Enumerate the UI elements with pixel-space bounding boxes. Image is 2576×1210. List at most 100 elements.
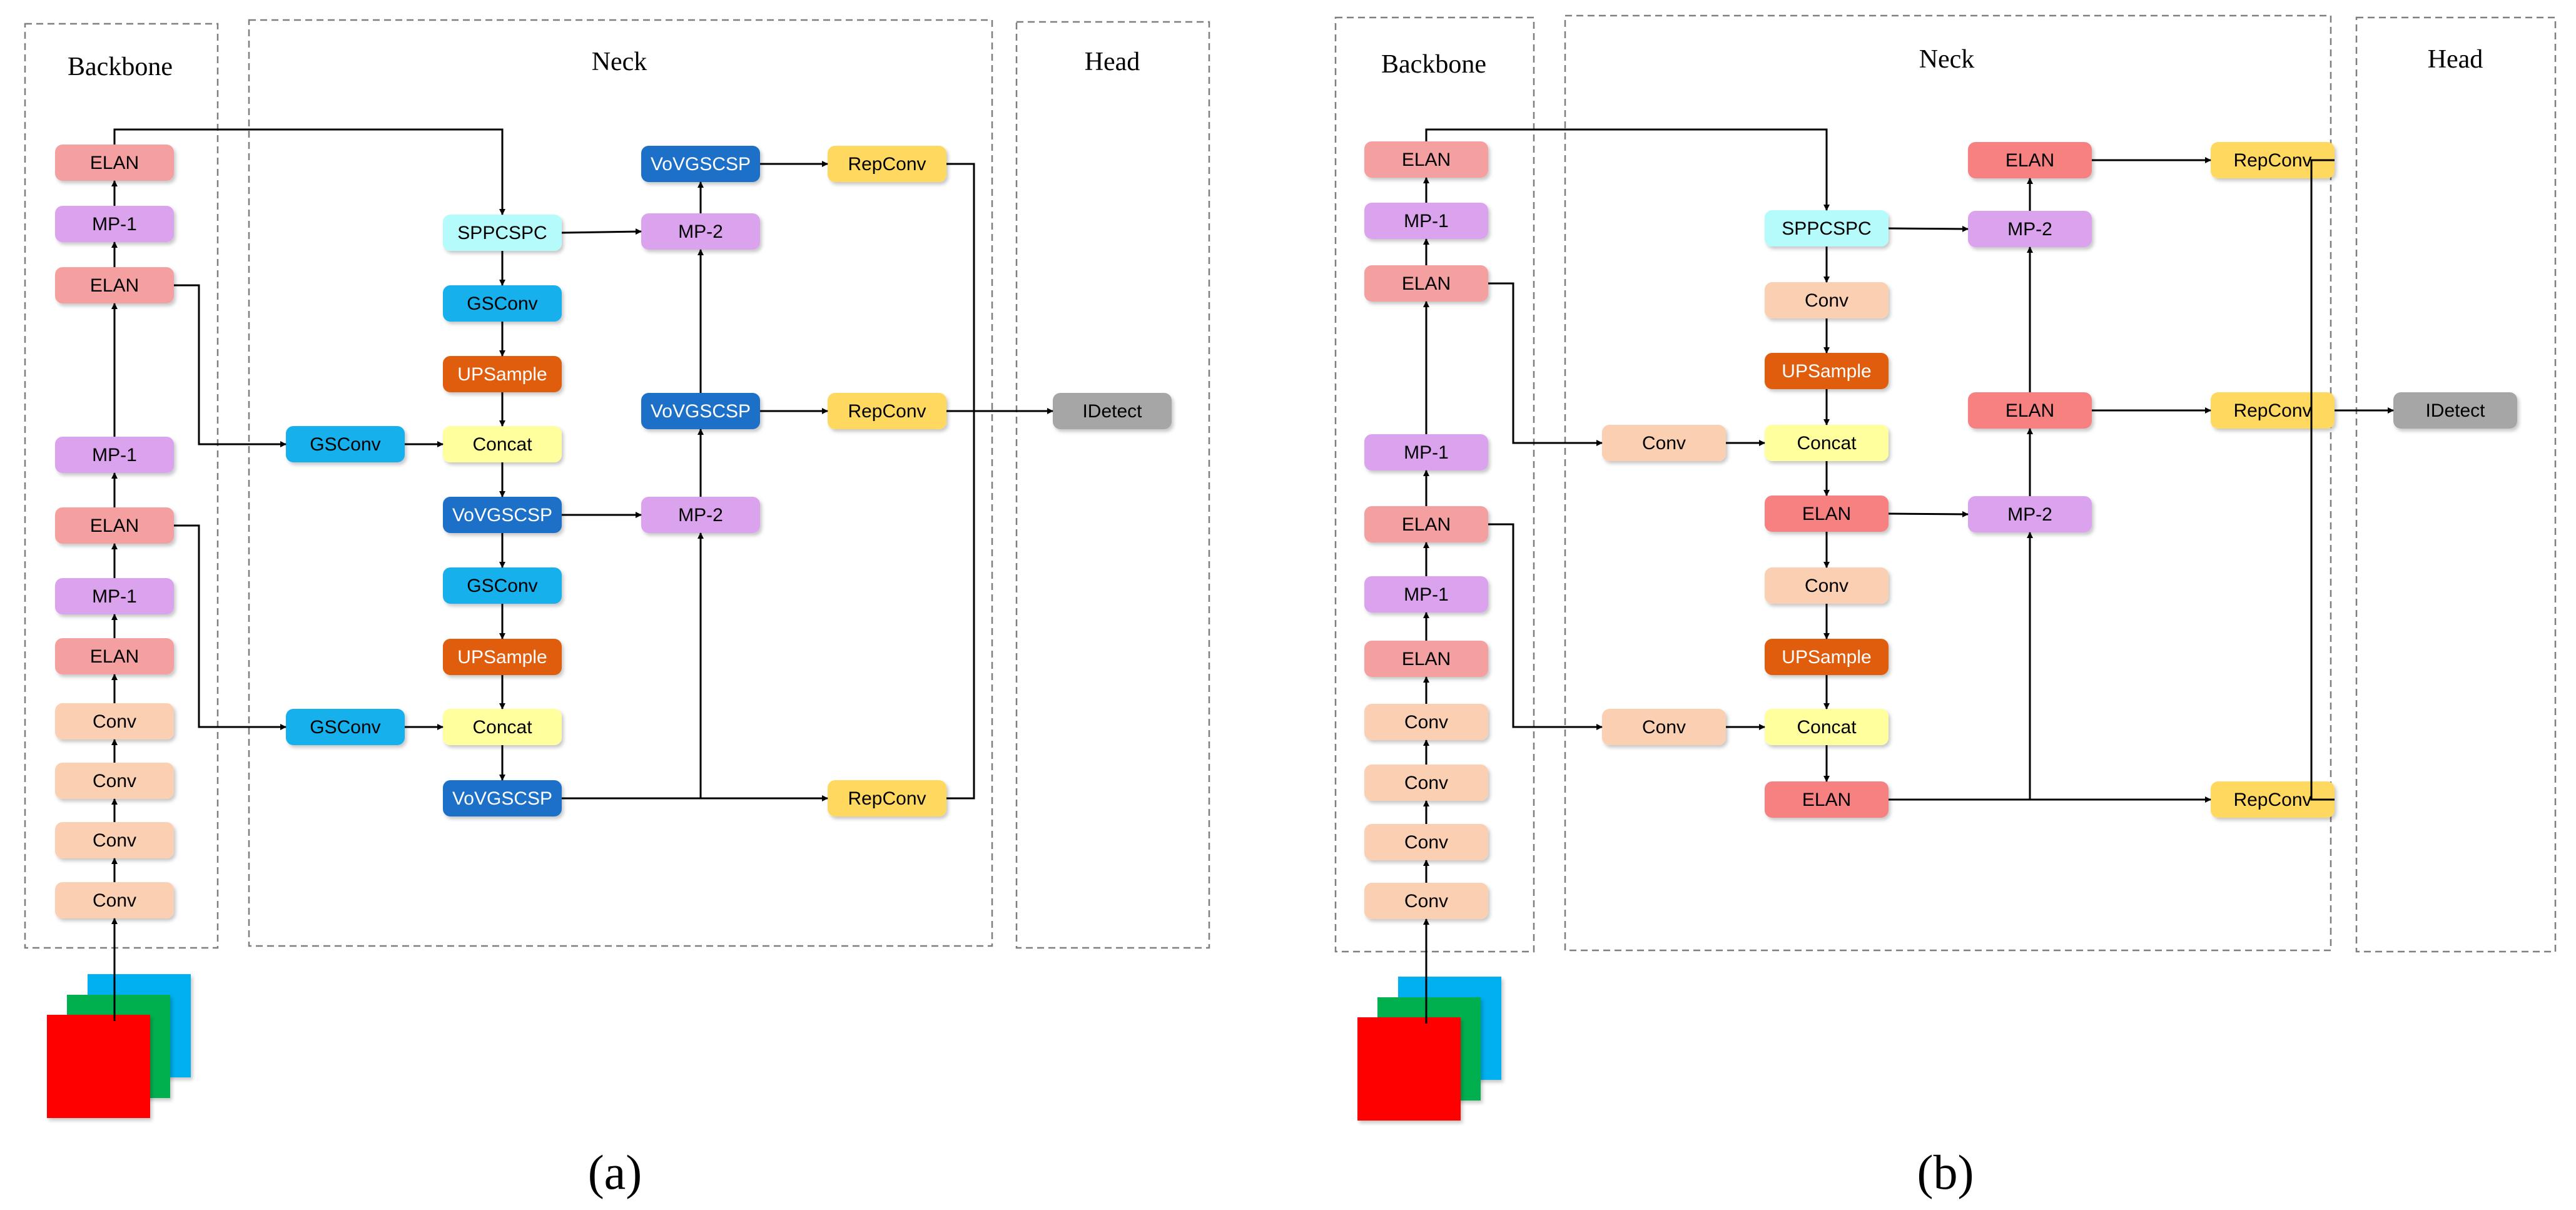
panel-b-topdown-block-shape [1765, 282, 1889, 318]
panel-b-repconv-block-label: RepConv [2233, 400, 2311, 421]
panel-b-topdown-block-shape [1765, 567, 1889, 604]
panel-b-repconv-bus-line [2310, 159, 2335, 801]
panel-a-repconv-block-label: RepConv [848, 154, 926, 175]
panel-b-backbone-block: ELAN [1364, 141, 1488, 178]
panel-a-backbone-block-shape [55, 763, 174, 799]
panel-a-head-frame [1015, 21, 1210, 949]
panel-a-repconv-block-shape [828, 780, 946, 816]
panel-a-topdown-block: Concat [443, 709, 562, 745]
panel-a-topdown-block: GSConv [443, 567, 562, 604]
panel-a-backbone-block-label: Conv [93, 711, 136, 732]
panel-a-topdown-block-label: VoVGSCSP [452, 788, 552, 809]
panel-a-input-red-channel [47, 1015, 150, 1118]
panel-a-backbone-block-shape [55, 507, 174, 544]
panel-a-backbone-block: MP-1 [55, 437, 174, 473]
panel-b-topdown-block: SPPCSPC [1765, 210, 1889, 247]
panel-b-backbone-block-label: ELAN [1402, 273, 1451, 294]
panel-b-repconv-block-shape [2211, 142, 2335, 178]
panel-b-bottomup-block-shape [1968, 142, 2092, 178]
panel-b-topdown-block: Conv [1765, 282, 1889, 318]
panel-a-topdown-block: VoVGSCSP [443, 497, 562, 533]
panel-b-elan-to-lateral-arrow [1488, 523, 1603, 730]
panel-a-topdown-block: VoVGSCSP [443, 780, 562, 816]
panel-b-backbone-block-shape [1364, 265, 1488, 302]
panel-b-backbone-block: ELAN [1364, 506, 1488, 542]
panel-b-topdown-block-shape [1765, 781, 1889, 818]
panel-a-topdown-block-shape [443, 780, 562, 816]
panel-a-idetect-block: IDetect [1053, 393, 1172, 429]
panel-b-bottomup-block: ELAN [1968, 392, 2092, 429]
panel-b-topdown-block-label: ELAN [1802, 790, 1851, 810]
panel-b-backbone-block-label: ELAN [1402, 514, 1451, 535]
panel-a-bottomup-block: MP-2 [641, 213, 760, 250]
panel-b-topdown-block-label: UPSample [1782, 647, 1871, 668]
panel-a-topdown-block-shape [443, 356, 562, 392]
panel-b-backbone-block-shape [1364, 641, 1488, 677]
panel-b-input-image-stack [1357, 977, 1501, 1121]
panel-a-backbone-block-shape [55, 437, 174, 473]
panel-a-topdown-block-label: GSConv [467, 293, 537, 314]
panel-b-neck-title: Neck [1919, 45, 1975, 74]
panel-a-backbone-block: Conv [55, 763, 174, 799]
panel-b-topdown-block-label: Conv [1805, 576, 1848, 596]
panel-a-bottomup-block-shape [641, 146, 760, 182]
panel-a-bottomup-block: VoVGSCSP [641, 146, 760, 182]
panel-a-backbone-block: Conv [55, 703, 174, 740]
panel-a-backbone-block-label: ELAN [90, 275, 139, 296]
panel-b-bottomup-block-label: MP-2 [2007, 504, 2052, 525]
panel-a-repconv-block-shape [828, 146, 946, 182]
panel-a-repconv-bus-line [946, 163, 975, 800]
panel-b-topdown-block: UPSample [1765, 353, 1889, 389]
panel-a-topdown-block: GSConv [443, 285, 562, 322]
panel-b-head-frame [2355, 16, 2557, 953]
panel-b-backbone-block: Conv [1364, 765, 1488, 801]
panel-a-backbone-block-label: Conv [93, 771, 136, 791]
panel-b-backbone-block-label: ELAN [1402, 649, 1451, 669]
panel-a-repconv-block: RepConv [828, 146, 946, 182]
panel-b-topdown-block-label: UPSample [1782, 361, 1871, 382]
panel-a-backbone-block-label: Conv [93, 890, 136, 911]
panel-b-bottomup-block-label: MP-2 [2007, 219, 2052, 240]
panel-a-backbone-block-label: MP-1 [92, 214, 137, 235]
panel-a-input-image-stack [47, 974, 191, 1118]
panel-a-backbone-block-shape [55, 882, 174, 918]
panel-a-backbone-block: ELAN [55, 507, 174, 544]
panel-a-topdown-block-label: Concat [472, 434, 532, 455]
panel-b-topdown-block: ELAN [1765, 496, 1889, 532]
panel-b-repconv-block: RepConv [2211, 392, 2335, 429]
panel-b-backbone-block: ELAN [1364, 265, 1488, 302]
panel-a-backbone-block-shape [55, 703, 174, 740]
panel-b-backbone-block-shape [1364, 506, 1488, 542]
panel-b-lateral-block-label: Conv [1642, 717, 1686, 738]
panel-a-elan-to-lateral-arrow [174, 524, 287, 730]
panel-b-backbone-block-shape [1364, 203, 1488, 239]
panel-a-bottomup-block-shape [641, 497, 760, 533]
panel-a-bottomup-block-label: VoVGSCSP [651, 401, 751, 422]
panel-b-lateral-block-shape [1602, 709, 1726, 745]
panel-a-repconv-block-shape [828, 393, 946, 429]
panel-b-repconv-block-label: RepConv [2233, 790, 2311, 810]
panel-b-topdown-block-label: Concat [1797, 717, 1857, 738]
panel-b-topdown-block-label: ELAN [1802, 504, 1851, 524]
panel-b-head-title: Head [2428, 45, 2483, 74]
panel-b-backbone-block-label: Conv [1404, 832, 1448, 853]
panel-a-neck-title: Neck [592, 48, 647, 76]
panel-b-topdown-block-shape [1765, 496, 1889, 532]
panel-b-backbone-block: MP-1 [1364, 434, 1488, 470]
panel-a-lateral-block: GSConv [286, 709, 405, 745]
panel-a-topdown-block-shape [443, 567, 562, 604]
panel-b-backbone-block-label: Conv [1404, 891, 1448, 912]
panel-b-lateral-block: Conv [1602, 425, 1726, 461]
panel-a-topdown-block: Concat [443, 426, 562, 462]
panel-b-topdown-block: Concat [1765, 709, 1889, 745]
panel-b-backbone-block-shape [1364, 883, 1488, 919]
panel-a-backbone-block-label: MP-1 [92, 586, 137, 607]
panel-a-topdown-block-shape [443, 709, 562, 745]
panel-b-idetect-block-label: IDetect [2425, 400, 2485, 421]
panel-a-topdown-block-label: GSConv [467, 576, 537, 596]
panel-b-input-red-channel [1357, 1017, 1461, 1121]
panel-b-lateral-block: Conv [1602, 709, 1726, 745]
